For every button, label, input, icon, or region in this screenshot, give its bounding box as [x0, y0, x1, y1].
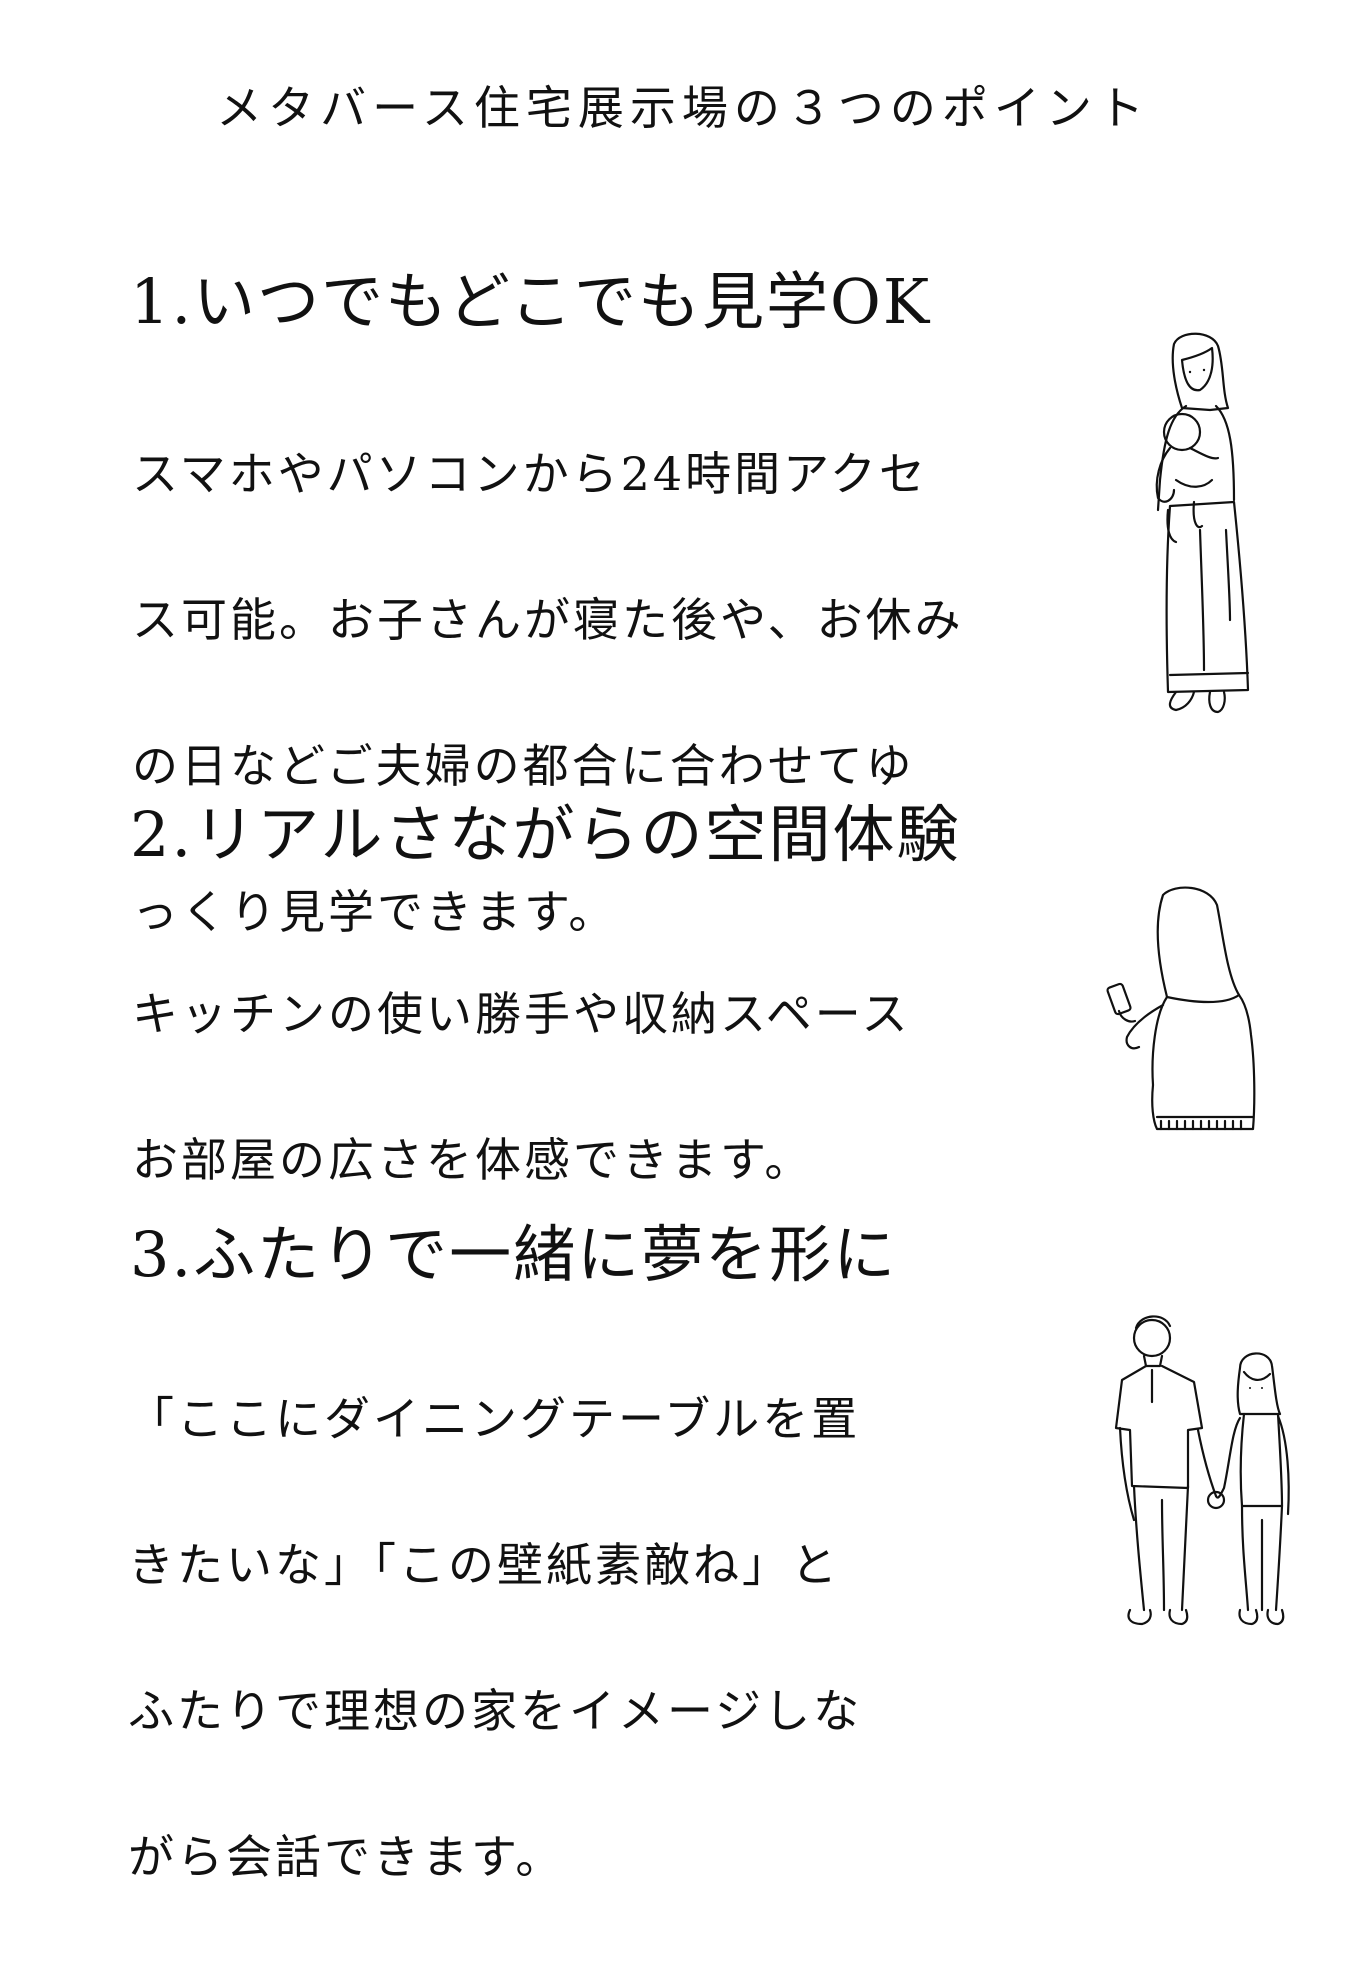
text-line: がら会話できます。: [128, 1830, 565, 1884]
point-1-heading: 1.いつでもどこでも見学OK: [130, 265, 932, 338]
text-line: ス可能。お子さんが寝た後や、お休み: [132, 593, 964, 647]
point-2-text: キッチンの使い勝手や収納スペース お部屋の広さを体感できます。: [132, 905, 910, 1270]
text-line: お部屋の広さを体感できます。: [132, 1133, 814, 1187]
mother-holding-baby-illustration: [1130, 330, 1260, 715]
page-title: メタバース住宅展示場の３つのポイント: [216, 81, 1150, 135]
text-line: 「ここにダイニングテーブルを置: [128, 1392, 861, 1446]
text-line: スマホやパソコンから24時間アクセ: [132, 447, 928, 501]
point-2-heading: 2.リアルさながらの空間体験: [130, 798, 961, 871]
woman-with-smartphone-illustration: [1105, 885, 1265, 1135]
text-line: ふたりで理想の家をイメージしな: [128, 1684, 863, 1738]
point-1-text: スマホやパソコンから24時間アクセ ス可能。お子さんが寝た後や、お休み の日など…: [132, 365, 964, 1022]
text-line: きたいな」「この壁紙素敵ね」と: [128, 1538, 840, 1592]
couple-holding-hands-illustration: [1090, 1310, 1295, 1630]
point-3-text: 「ここにダイニングテーブルを置 きたいな」「この壁紙素敵ね」と ふたりで理想の家…: [128, 1310, 862, 1967]
text-line: の日などご夫婦の都合に合わせてゆ: [132, 739, 915, 793]
text-line: っくり見学できます。: [132, 885, 618, 939]
text-line: キッチンの使い勝手や収納スペース: [132, 987, 911, 1041]
point-3-heading: 3.ふたりで一緒に夢を形に: [130, 1218, 898, 1291]
